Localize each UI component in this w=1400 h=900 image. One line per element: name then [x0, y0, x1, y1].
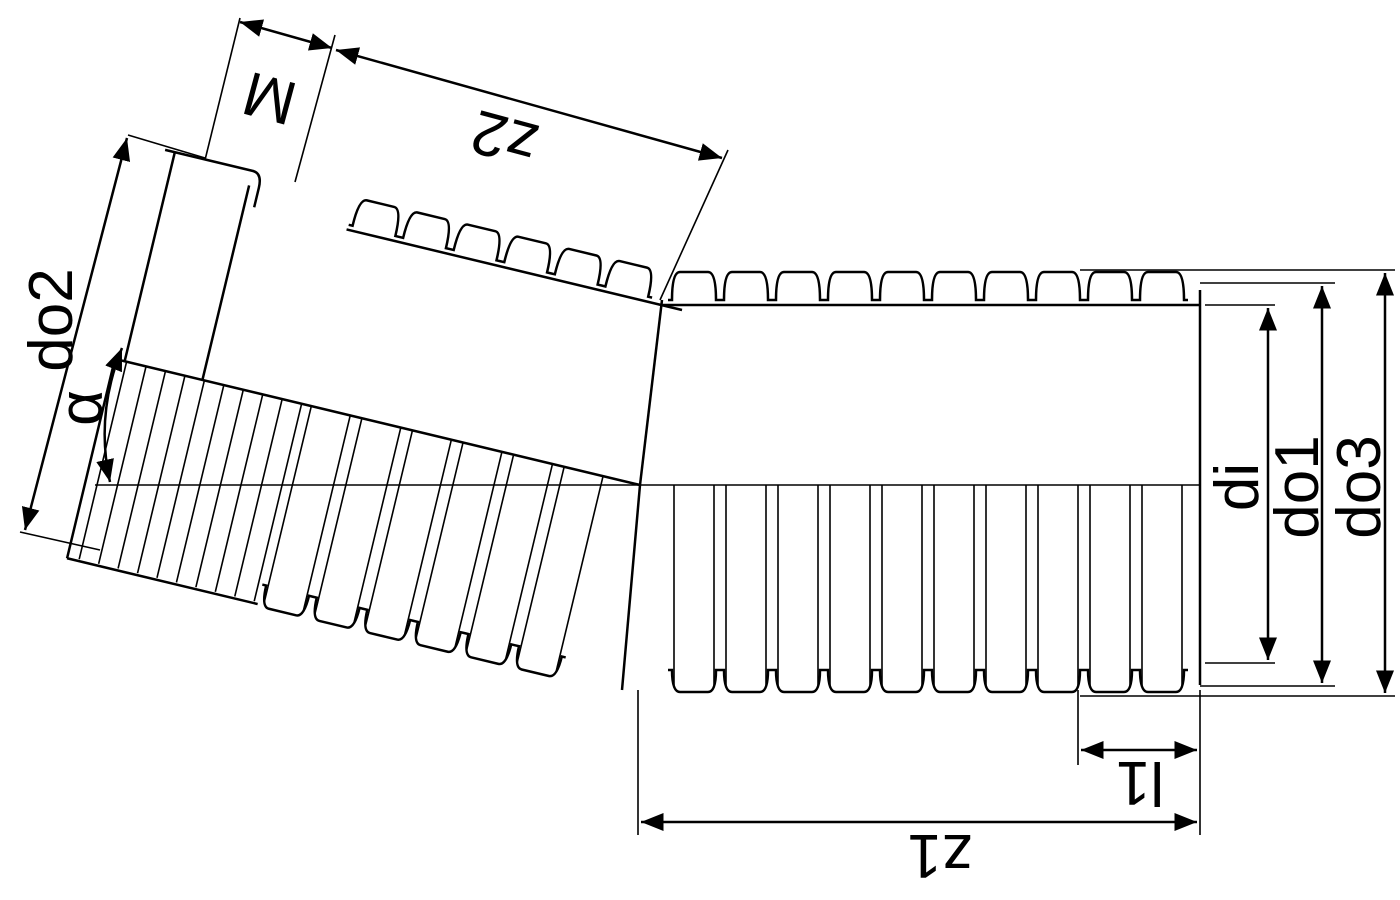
corrugation-bottom	[668, 668, 1188, 694]
straight-pipe-segment	[640, 270, 1202, 694]
rib-line	[465, 454, 515, 651]
corrugation-top	[668, 270, 1188, 302]
rib-line	[195, 389, 245, 588]
rib-line	[214, 394, 264, 593]
label-do1: do1	[1263, 435, 1332, 538]
rib-line	[175, 384, 225, 583]
joint-line	[638, 299, 664, 486]
joint-line	[620, 484, 642, 691]
rib-line	[415, 442, 464, 639]
rib-line	[516, 466, 565, 663]
label-alpha: α	[47, 390, 116, 426]
corrugation-bottom	[262, 583, 566, 678]
angled-pipe-segment	[65, 148, 683, 678]
label-z2: z2	[464, 96, 545, 180]
label-do2: do2	[17, 268, 86, 371]
rib-line	[302, 415, 352, 612]
rib-line	[555, 475, 604, 672]
rib-line	[353, 427, 402, 624]
rib-line	[136, 375, 186, 574]
label-di: di	[1203, 463, 1272, 511]
label-z1: z1	[907, 821, 972, 890]
extension-lines	[19, 17, 1395, 835]
rib-line	[263, 405, 313, 602]
label-do3: do3	[1325, 435, 1394, 538]
pipe-bottom-edge	[66, 557, 258, 606]
rib-line	[403, 439, 453, 636]
label-l1: l1	[1116, 748, 1164, 817]
label-M: M	[236, 58, 304, 138]
rib-line	[234, 398, 283, 597]
rib-line	[156, 380, 206, 578]
rib-line	[504, 463, 554, 660]
rib-line	[314, 418, 363, 614]
rib-line	[364, 430, 414, 627]
rib-line	[454, 451, 503, 648]
rib-line	[253, 403, 303, 602]
corrugation-top	[348, 199, 653, 299]
rib-line	[117, 370, 167, 569]
dimension-arrows	[21, 19, 1394, 831]
